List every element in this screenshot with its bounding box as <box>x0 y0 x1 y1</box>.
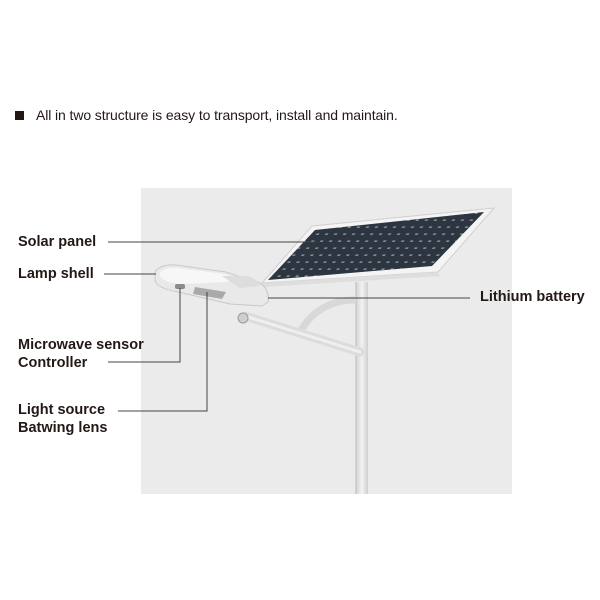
label-solar-panel: Solar panel <box>18 234 97 250</box>
pole <box>355 282 368 494</box>
label-lithium-battery: Lithium battery <box>480 289 585 305</box>
sensor-window <box>175 284 185 289</box>
label-lamp-shell: Lamp shell <box>18 266 94 282</box>
label-light-source: Light source <box>18 402 106 418</box>
label-batwing-lens: Batwing lens <box>18 420 108 436</box>
led-module <box>193 287 226 299</box>
feature-text: All in two structure is easy to transpor… <box>36 107 398 123</box>
solar-panel-graphic <box>260 207 496 287</box>
lamp-head-graphic <box>154 264 269 324</box>
label-microwave-sensor: Microwave sensor <box>18 337 144 353</box>
callout-leader-lines <box>104 241 470 412</box>
square-bullet-icon <box>15 110 24 120</box>
label-controller: Controller <box>18 355 88 371</box>
feature-bullet: All in two structure is easy to transpor… <box>15 107 398 123</box>
